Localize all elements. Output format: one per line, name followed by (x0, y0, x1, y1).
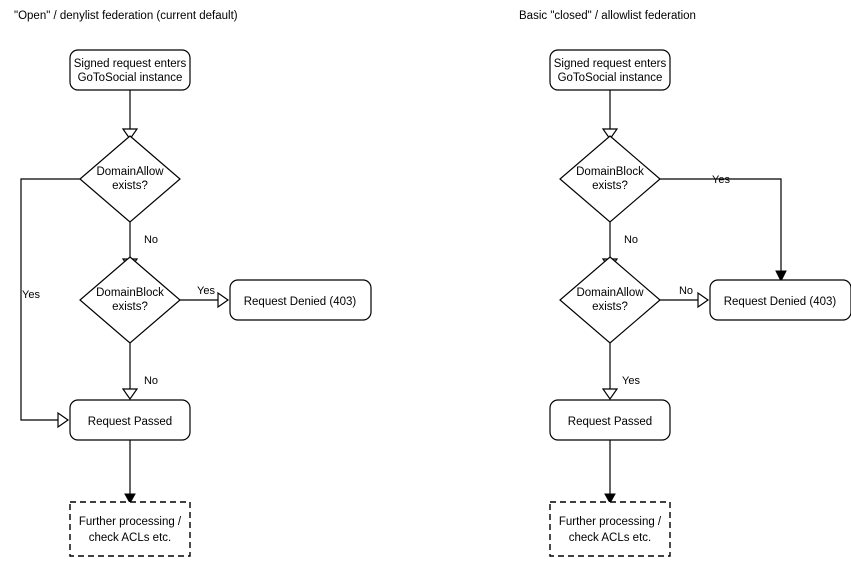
node-further-shape (549, 501, 671, 557)
edge-decision2-yes-allowlist: Yes (601, 343, 640, 401)
edge-start-to-decision1-allowlist (601, 90, 619, 141)
edge-decision2-no-denylist: No (121, 343, 158, 401)
node-request-denied-allowlist[interactable]: Request Denied (403) (709, 279, 851, 321)
node-passed-label: Request Passed (88, 416, 172, 428)
node-request-denied-denylist[interactable]: Request Denied (403) (229, 279, 372, 321)
node-decision-shape (559, 135, 661, 223)
node-start-shape (69, 49, 191, 91)
node-decision-shape (79, 135, 181, 223)
arrowhead-solid-icon (124, 493, 136, 505)
node-decision-shape (79, 256, 181, 344)
edge-label-yes: Yes (197, 285, 215, 297)
node-further-shape (69, 501, 191, 557)
arrowhead-open-icon (217, 291, 230, 309)
edge-decision1-yes-allowlist: Yes (660, 174, 787, 283)
edge-label-yes: Yes (712, 174, 730, 186)
node-start-label-line1: Signed request enters (554, 58, 667, 70)
node-denied-label: Request Denied (403) (244, 296, 357, 308)
arrowhead-open-icon (121, 388, 139, 401)
node-denied-shape (709, 279, 851, 321)
edge-label-yes: Yes (622, 375, 640, 387)
panel-denylist: "Open" / denylist federation (current de… (14, 10, 372, 557)
node-further-label-line1: Further processing / (79, 516, 182, 528)
arrowhead-open-icon (121, 128, 139, 141)
node-decision-label-line1: DomainAllow (576, 287, 644, 299)
edge-label-no: No (144, 375, 158, 387)
edge-start-to-decision1-denylist (121, 90, 139, 141)
node-decision-label-line2: exists? (112, 301, 148, 313)
node-decision-shape (559, 256, 661, 344)
node-denied-shape (229, 279, 372, 321)
node-start-label-line1: Signed request enters (74, 58, 187, 70)
node-decision-label-line1: DomainBlock (576, 166, 644, 178)
arrowhead-solid-icon (775, 270, 787, 283)
node-start-label-line2: GoToSocial instance (78, 72, 183, 84)
node-decision-label-line1: DomainBlock (96, 287, 164, 299)
edge-passed-to-further-allowlist (604, 440, 616, 505)
node-decision-domainallow-denylist[interactable]: DomainAllow exists? (79, 135, 181, 223)
node-start-denylist[interactable]: Signed request enters GoToSocial instanc… (69, 49, 191, 91)
edge-decision1-yes-denylist: Yes (20, 178, 80, 429)
arrowhead-open-icon (697, 291, 710, 309)
node-decision-label-line2: exists? (592, 301, 628, 313)
node-further-label-line1: Further processing / (559, 516, 662, 528)
node-further-processing-denylist[interactable]: Further processing / check ACLs etc. (69, 501, 191, 557)
node-passed-label: Request Passed (568, 416, 652, 428)
arrowhead-open-icon (601, 128, 619, 141)
edge-label-no: No (144, 234, 158, 246)
node-start-label-line2: GoToSocial instance (558, 72, 663, 84)
node-decision-label-line2: exists? (112, 180, 148, 192)
panel-title-allowlist: Basic "closed" / allowlist federation (519, 10, 696, 22)
edge-decision2-yes-denylist: Yes (180, 285, 230, 309)
edge-passed-to-further-denylist (124, 440, 136, 505)
arrowhead-open-icon (57, 411, 70, 429)
node-request-passed-denylist[interactable]: Request Passed (69, 399, 191, 441)
node-decision-label-line2: exists? (592, 180, 628, 192)
node-decision-domainblock-denylist[interactable]: DomainBlock exists? (79, 256, 181, 344)
node-decision-label-line1: DomainAllow (96, 166, 164, 178)
node-decision-domainblock-allowlist[interactable]: DomainBlock exists? (559, 135, 661, 223)
edge-label-yes: Yes (22, 289, 40, 301)
panel-allowlist: Basic "closed" / allowlist federation Si… (519, 10, 851, 557)
edge-decision2-no-allowlist: No (660, 285, 710, 309)
arrowhead-open-icon (601, 388, 619, 401)
node-further-processing-allowlist[interactable]: Further processing / check ACLs etc. (549, 501, 671, 557)
panel-title-denylist: "Open" / denylist federation (current de… (14, 10, 238, 22)
node-decision-domainallow-allowlist[interactable]: DomainAllow exists? (559, 256, 661, 344)
node-denied-label: Request Denied (403) (724, 296, 837, 308)
edge-label-no: No (624, 234, 638, 246)
node-further-label-line2: check ACLs etc. (569, 532, 651, 544)
node-start-allowlist[interactable]: Signed request enters GoToSocial instanc… (549, 49, 671, 91)
arrowhead-solid-icon (604, 493, 616, 505)
edge-label-no: No (679, 285, 693, 297)
node-further-label-line2: check ACLs etc. (89, 532, 171, 544)
node-start-shape (549, 49, 671, 91)
node-request-passed-allowlist[interactable]: Request Passed (549, 399, 671, 441)
